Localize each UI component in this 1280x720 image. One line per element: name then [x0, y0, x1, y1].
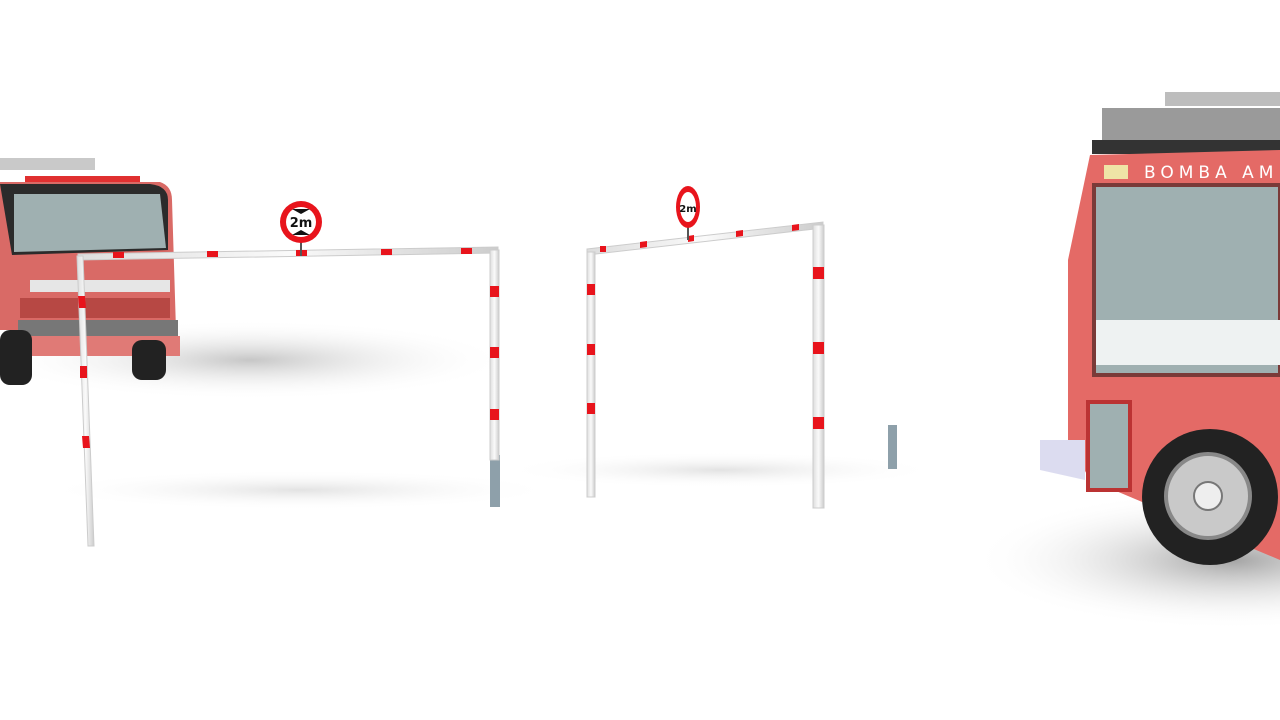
- sign-label: 2m: [290, 216, 313, 231]
- bollard: [490, 455, 500, 507]
- marker-light: [1104, 165, 1128, 179]
- barrier-shadow: [500, 452, 940, 488]
- truck-lettering: BOMBA AM: [1144, 163, 1278, 183]
- height-barrier-right: 2m: [586, 186, 825, 509]
- sign-label: 2m: [679, 204, 696, 215]
- barrier-shadow: [40, 470, 560, 510]
- fire-truck-left: [0, 158, 180, 385]
- bollard: [888, 425, 897, 469]
- fire-truck-right: BOMBA AM: [1040, 92, 1280, 565]
- height-limit-sign: 2m: [280, 201, 322, 256]
- height-limit-sign: 2m: [676, 186, 700, 240]
- height-barrier-left: 2m: [76, 201, 500, 547]
